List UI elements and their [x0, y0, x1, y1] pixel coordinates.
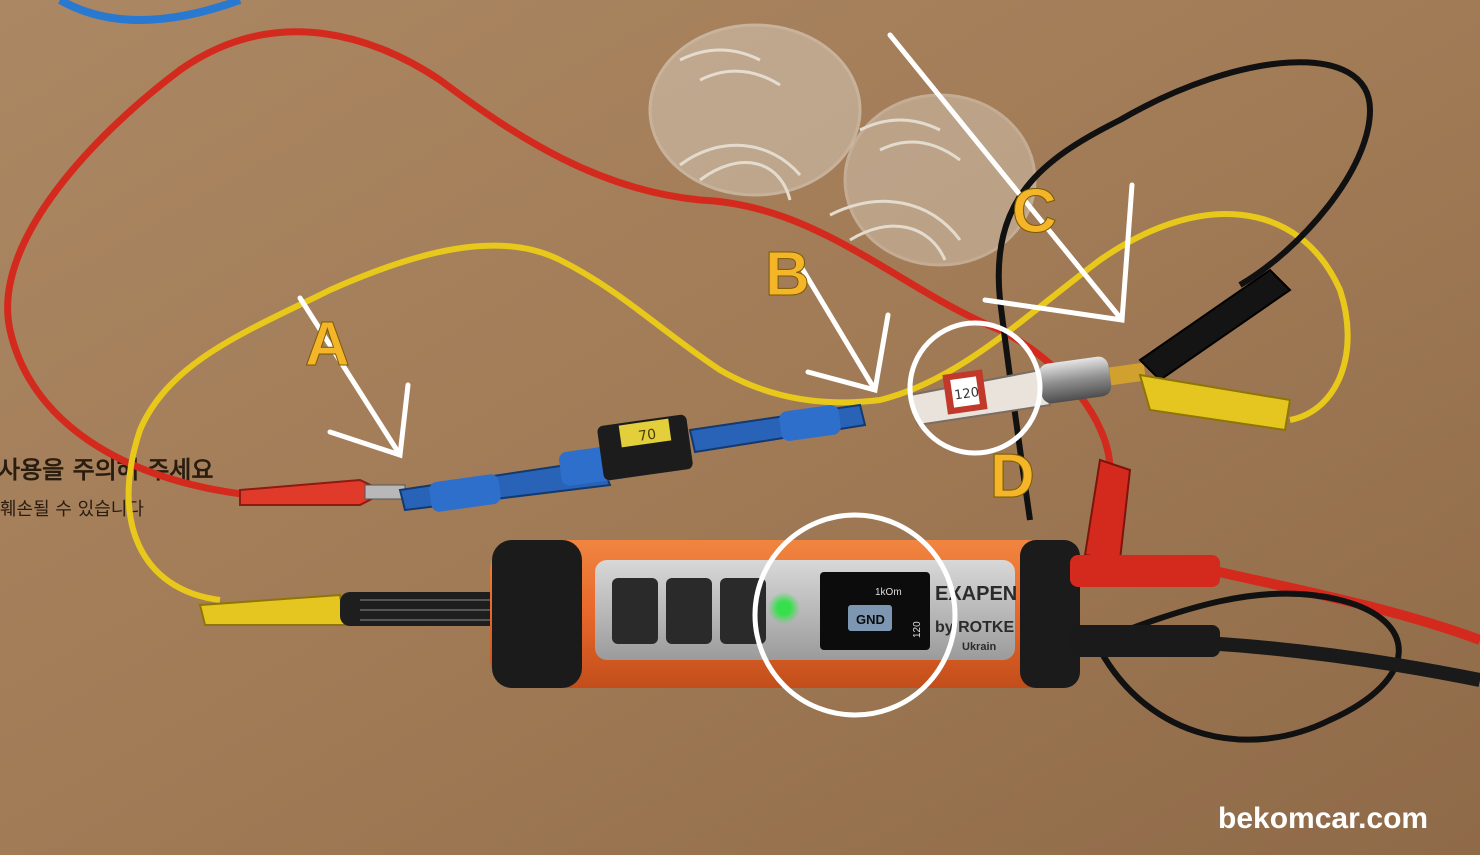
device-byline: by ROTKE	[935, 619, 1014, 636]
screen-resistor: 1kOm	[875, 587, 902, 598]
yellow-wire	[125, 211, 1351, 603]
yellow-alligator-clip-left	[198, 592, 500, 626]
black-alligator-clip	[1138, 268, 1292, 382]
box-print: 사용을 주의해 주세요 훼손될 수 있습니다	[0, 456, 213, 520]
arrow-c	[887, 32, 1135, 323]
fuse-holder: 70	[398, 403, 867, 512]
tomato-print	[648, 23, 1037, 267]
button-2[interactable]	[666, 578, 712, 644]
highlight-circle-resistor	[907, 320, 1043, 456]
screen-mode: GND	[856, 612, 885, 627]
red-wire	[4, 28, 1114, 499]
blue-wire	[58, 0, 242, 24]
annotation-arrows	[297, 32, 1135, 459]
resistor-assembly: 120	[908, 356, 1147, 427]
resistor-label: 120	[953, 385, 980, 403]
black-wire	[995, 59, 1374, 521]
fuse-label: 70	[637, 427, 657, 445]
highlight-circle-screen	[752, 512, 958, 718]
watermark: bekomcar.com	[1218, 802, 1428, 835]
arrow-b	[797, 262, 891, 394]
label-b: B	[765, 240, 810, 309]
device-origin: Ukrain	[962, 641, 997, 653]
exapen-device: GND 1kOm 120 EXAPEN by ROTKE Ukrain	[490, 540, 1220, 688]
label-a: A	[305, 310, 350, 379]
label-c: C	[1012, 177, 1057, 246]
screen-termination: 120	[912, 621, 923, 638]
label-d: D	[990, 442, 1035, 511]
yellow-alligator-clip-right	[1138, 373, 1292, 432]
arrow-a	[297, 295, 411, 459]
device-brand: EXAPEN	[935, 583, 1017, 605]
box-print-line2: 훼손될 수 있습니다	[0, 499, 144, 520]
red-alligator-clip	[239, 478, 406, 506]
button-1[interactable]	[612, 578, 658, 644]
